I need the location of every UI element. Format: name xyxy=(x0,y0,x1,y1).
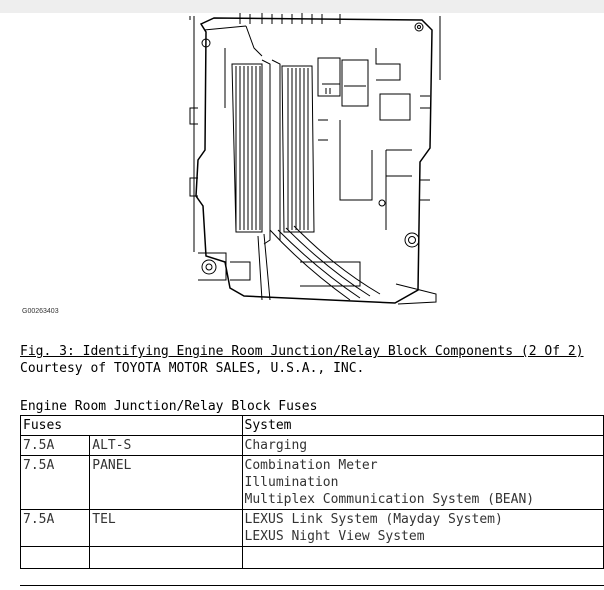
figure-id-label: G00263403 xyxy=(22,308,59,315)
system-line: LEXUS Night View System xyxy=(244,529,425,544)
fuse-amp-cell: 7.5A xyxy=(19,509,91,547)
table-row: 7.5A PANEL Combination Meter Illuminatio… xyxy=(19,455,604,510)
junction-block-drawing xyxy=(189,13,441,305)
top-bar xyxy=(0,0,604,13)
figure-courtesy: Courtesy of TOYOTA MOTOR SALES, U.S.A., … xyxy=(20,361,365,376)
fuse-name-cell: TEL xyxy=(89,509,243,547)
table-bottom-rule xyxy=(20,585,604,586)
system-line: Combination Meter xyxy=(244,458,378,473)
table-title: Engine Room Junction/Relay Block Fuses xyxy=(20,399,318,414)
empty-cell xyxy=(89,546,243,569)
fuse-amp-cell: 7.5A xyxy=(19,435,91,456)
system-cell: LEXUS Link System (Mayday System) LEXUS … xyxy=(241,509,604,547)
figure-caption: Fig. 3: Identifying Engine Room Junction… xyxy=(20,343,584,377)
system-cell: Charging xyxy=(241,435,604,456)
fuse-name-cell: PANEL xyxy=(89,455,243,510)
table-row: 7.5A TEL LEXUS Link System (Mayday Syste… xyxy=(19,509,604,547)
system-line: Illumination xyxy=(244,475,339,490)
figure-caption-title: Fig. 3: Identifying Engine Room Junction… xyxy=(20,344,584,359)
system-line: Charging xyxy=(244,438,308,453)
system-line: Multiplex Communication System (BEAN) xyxy=(244,492,535,507)
empty-cell xyxy=(19,546,91,569)
empty-cell xyxy=(241,546,604,569)
table-row-empty xyxy=(19,546,604,569)
fuse-name-cell: ALT-S xyxy=(89,435,243,456)
system-line: LEXUS Link System (Mayday System) xyxy=(244,512,503,527)
table-row: 7.5A ALT-S Charging xyxy=(19,435,604,456)
system-cell: Combination Meter Illumination Multiplex… xyxy=(241,455,604,510)
junction-block-figure xyxy=(0,13,604,323)
table-header-row: Fuses System xyxy=(20,415,604,436)
fuse-table: Fuses System 7.5A ALT-S Charging 7.5A PA… xyxy=(19,415,604,569)
system-header: System xyxy=(241,415,604,436)
fuse-amp-cell: 7.5A xyxy=(19,455,91,510)
fuses-header: Fuses xyxy=(20,415,243,436)
